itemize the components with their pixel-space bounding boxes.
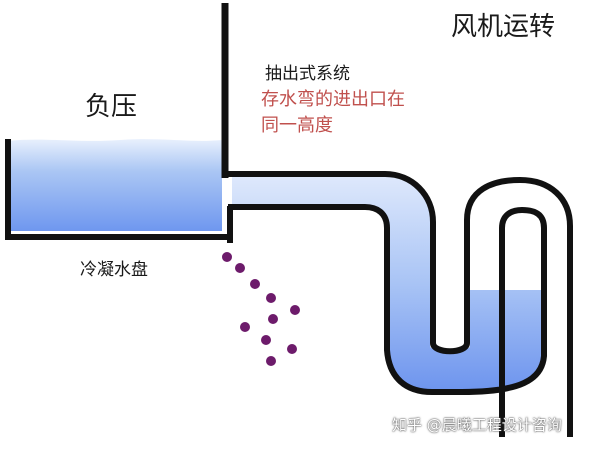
watermark: 知乎 @晨曦工程设计咨询 — [392, 416, 562, 434]
pan-wall — [5, 139, 227, 240]
droplet — [266, 293, 276, 303]
droplet — [268, 314, 278, 324]
droplet — [266, 356, 276, 366]
droplet — [290, 305, 300, 315]
negative-pressure-label: 负压 — [85, 92, 138, 122]
system-label: 抽出式系统 — [265, 64, 350, 84]
note-line-2: 同一高度 — [261, 115, 333, 136]
note-line-1: 存水弯的进出口在 — [261, 89, 405, 110]
droplet — [235, 263, 245, 273]
droplets — [222, 252, 300, 366]
pipe-lower-wall — [228, 204, 547, 437]
droplet — [261, 335, 271, 345]
pan-water — [8, 139, 222, 231]
fan-running-label: 风机运转 — [451, 12, 556, 42]
droplet — [240, 322, 250, 332]
droplet — [250, 279, 260, 289]
pipe-upper-wall — [225, 171, 573, 437]
condensate-pan-label: 冷凝水盘 — [80, 260, 148, 280]
droplet — [222, 252, 232, 262]
droplet — [287, 344, 297, 354]
